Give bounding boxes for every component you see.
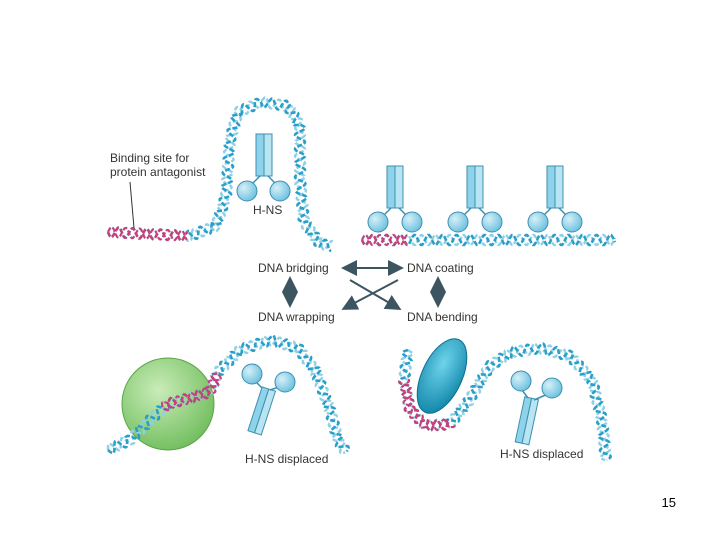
- dna-helix-wrapping: [106, 334, 350, 455]
- dna-bending-label: DNA bending: [407, 310, 478, 324]
- dna-binding-site-strand: [160, 373, 222, 409]
- hns-displaced-dimer-left: [241, 363, 296, 436]
- dna-binding-site-strand: [106, 226, 189, 242]
- arrow-bridging-to-bending: [349, 279, 402, 311]
- hns-dimer-coating: [367, 165, 423, 233]
- binding-site-label-line2: protein antagonist: [110, 165, 206, 179]
- panel-dna-coating: [360, 165, 617, 247]
- dna-strand-front: [107, 334, 350, 455]
- dna-helix-coating: [360, 233, 617, 247]
- hns-dimers-coating: [367, 165, 583, 233]
- arrow-coating-to-wrapping: [341, 279, 399, 310]
- hns-displaced-label-right: H-NS displaced: [500, 447, 583, 461]
- binding-site-label-line1: Binding site for: [110, 151, 189, 165]
- bending-protein: [416, 338, 468, 414]
- dna-helix-bridging: [106, 96, 334, 253]
- panel-dna-bridging: Binding site for protein antagonist H-NS: [106, 96, 334, 253]
- dna-coating-label: DNA coating: [407, 261, 474, 275]
- dna-binding-site-strand: [399, 378, 456, 432]
- panel-dna-wrapping: H-NS displaced: [106, 334, 350, 466]
- hns-dimer-coating: [527, 165, 583, 233]
- transition-network: DNA bridging DNA coating DNA wrapping DN…: [258, 260, 478, 324]
- dna-binding-site-strand: [107, 226, 188, 242]
- dna-helix-bending: [397, 342, 613, 462]
- binding-site-pointer: [129, 181, 135, 229]
- hns-displaced-label-left: H-NS displaced: [245, 452, 328, 466]
- dna-strand-back: [106, 335, 346, 454]
- dna-wrapping-label: DNA wrapping: [258, 310, 335, 324]
- dna-bridging-label: DNA bridging: [258, 261, 329, 275]
- hns-displaced-dimer-right: [510, 370, 563, 446]
- hns-dimer-coating: [447, 165, 503, 233]
- panel-dna-bending: H-NS displaced: [397, 338, 613, 462]
- dna-strand-front: [106, 97, 332, 253]
- slide-number: 15: [661, 495, 676, 510]
- dna-strand-front: [360, 233, 617, 247]
- hns-dimer-bridging: [236, 133, 291, 202]
- hns-label: H-NS: [253, 203, 282, 217]
